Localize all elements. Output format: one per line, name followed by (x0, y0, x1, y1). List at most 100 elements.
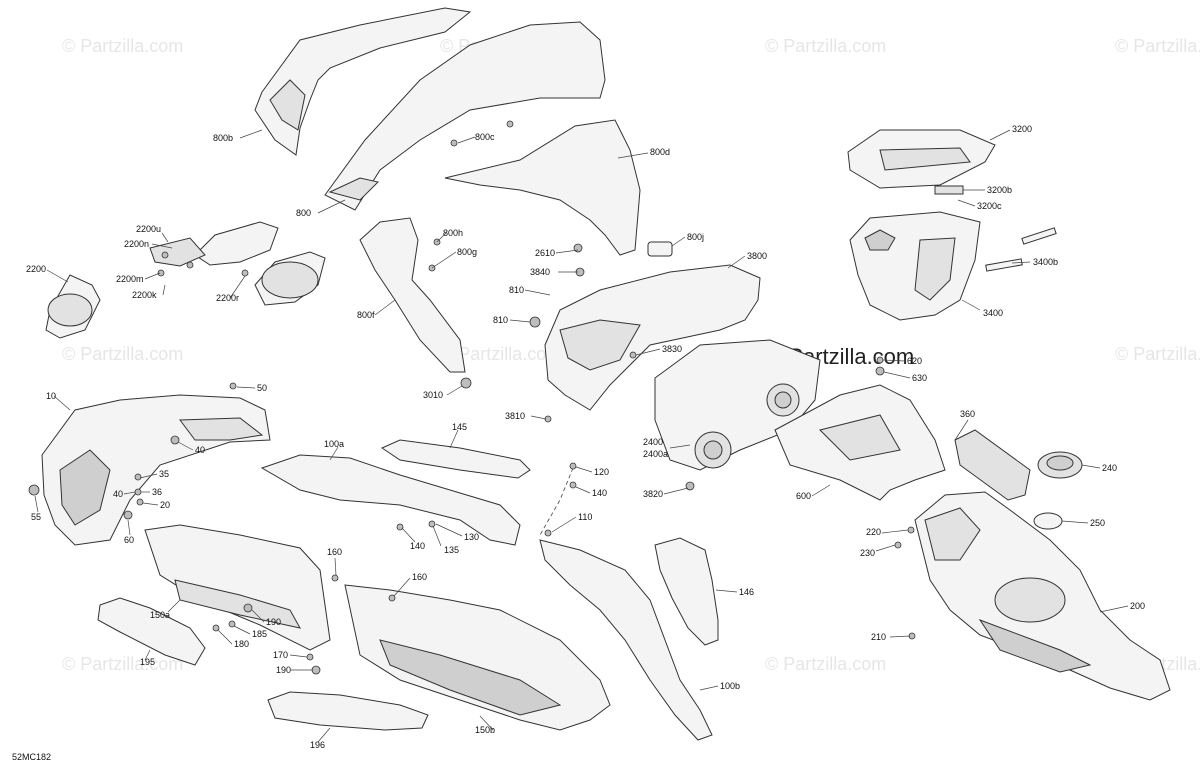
callout-35: 35 (159, 469, 169, 479)
callout-220: 220 (866, 527, 881, 537)
part-800j-clip (647, 241, 673, 257)
callout-110: 110 (578, 512, 592, 522)
watermark: © Partzilla.com (1115, 344, 1200, 364)
part-240-cap (1037, 451, 1083, 479)
part-600-cowl (774, 384, 946, 501)
callout-40-lower: 40 (113, 489, 123, 499)
callout-160-right: 160 (412, 572, 427, 582)
callout-2610: 2610 (535, 248, 555, 258)
callout-3200: 3200 (1012, 124, 1032, 134)
callout-800c: 800c (475, 132, 495, 142)
callout-20: 20 (160, 500, 170, 510)
callout-130: 130 (464, 532, 479, 542)
part-800f-bracket (359, 217, 466, 373)
part-2200-mirror-left (45, 274, 101, 339)
callout-810-lower: 810 (493, 315, 508, 325)
diagram-code: 52MC182 (12, 752, 51, 762)
callout-150b: 150b (475, 725, 495, 735)
callout-800: 800 (296, 208, 311, 218)
callout-800f: 800f (357, 310, 375, 320)
callout-200: 200 (1130, 601, 1145, 611)
part-3800-support (544, 264, 761, 411)
part-800b-fairing-left (254, 7, 472, 156)
callout-190-upper: 190 (266, 617, 281, 627)
callout-120: 120 (594, 467, 609, 477)
part-800d-side-panel (444, 119, 641, 256)
part-200-body (914, 491, 1171, 701)
callout-240: 240 (1102, 463, 1117, 473)
callout-800g: 800g (457, 247, 477, 257)
callout-360: 360 (960, 409, 975, 419)
callout-60: 60 (124, 535, 134, 545)
part-360-panel (954, 429, 1031, 501)
callout-36: 36 (152, 487, 162, 497)
callout-250: 250 (1090, 518, 1105, 528)
callout-190-lower: 190 (276, 665, 291, 675)
callout-10: 10 (46, 391, 56, 401)
callout-40-upper: 40 (195, 445, 205, 455)
callout-2200k: 2200k (132, 290, 157, 300)
callout-3200c: 3200c (977, 201, 1002, 211)
part-800-windshield (324, 21, 606, 211)
callout-800b: 800b (213, 133, 233, 143)
callout-2200: 2200 (26, 264, 46, 274)
callout-100b: 100b (720, 681, 740, 691)
callout-600: 600 (796, 491, 811, 501)
part-196-rail (267, 691, 429, 731)
part-3400-bin (849, 211, 981, 321)
callout-3010: 3010 (423, 390, 443, 400)
callout-620: 620 (907, 356, 922, 366)
part-100a-trim (260, 454, 521, 546)
callout-210: 210 (871, 632, 886, 642)
callout-145: 145 (452, 422, 467, 432)
callout-196: 196 (310, 740, 325, 750)
part-250-ring (1033, 512, 1063, 530)
part-150b-panel (344, 584, 611, 731)
callout-3800: 3800 (747, 251, 767, 261)
watermark: © Partzilla.com (765, 36, 886, 56)
part-145-strip (380, 439, 531, 479)
watermark: © Partzilla.com (62, 36, 183, 56)
callout-140-right: 140 (592, 488, 607, 498)
callout-800h: 800h (443, 228, 463, 238)
callout-2200r: 2200r (216, 293, 239, 303)
callout-160-left: 160 (327, 547, 342, 557)
part-3200-lid (847, 129, 996, 189)
callout-135: 135 (444, 545, 459, 555)
part-195-rail (97, 597, 206, 666)
callout-2200u: 2200u (136, 224, 161, 234)
callout-150a: 150a (150, 610, 170, 620)
leader-lines (34, 129, 1129, 743)
part-3200b-latch (934, 185, 964, 195)
part-2200-mirror-right (149, 221, 326, 306)
callout-3820: 3820 (643, 489, 663, 499)
callout-3400b: 3400b (1033, 257, 1058, 267)
watermark: © Partzilla.com (440, 344, 561, 364)
callout-3830: 3830 (662, 344, 682, 354)
callout-140-left: 140 (410, 541, 425, 551)
watermark: © Partzilla.com (62, 344, 183, 364)
part-3400b-strips (985, 227, 1057, 272)
callout-3810: 3810 (505, 411, 525, 421)
callout-800j: 800j (687, 232, 704, 242)
callout-100a: 100a (324, 439, 344, 449)
watermark: © Partzilla.com (1115, 36, 1200, 56)
callout-810-upper: 810 (509, 285, 524, 295)
callout-2400a: 2400a (643, 449, 668, 459)
assembly-guide-line (539, 467, 574, 536)
part-100b-trim (539, 539, 713, 741)
callout-630: 630 (912, 373, 927, 383)
watermark: © Partzilla.com (62, 654, 183, 674)
callout-55: 55 (31, 512, 41, 522)
callout-185: 185 (252, 629, 267, 639)
callout-labels: 800b 800c 800d 800 800h 800g 800j 800f 3… (12, 124, 1145, 762)
part-146-trim (654, 537, 719, 646)
callout-170: 170 (273, 650, 288, 660)
callout-2200n: 2200n (124, 239, 149, 249)
callout-195: 195 (140, 657, 155, 667)
watermark: © Partzilla.com (765, 654, 886, 674)
part-150a-panel (144, 524, 331, 651)
callout-230: 230 (860, 548, 875, 558)
callout-3400: 3400 (983, 308, 1003, 318)
callout-180: 180 (234, 639, 249, 649)
